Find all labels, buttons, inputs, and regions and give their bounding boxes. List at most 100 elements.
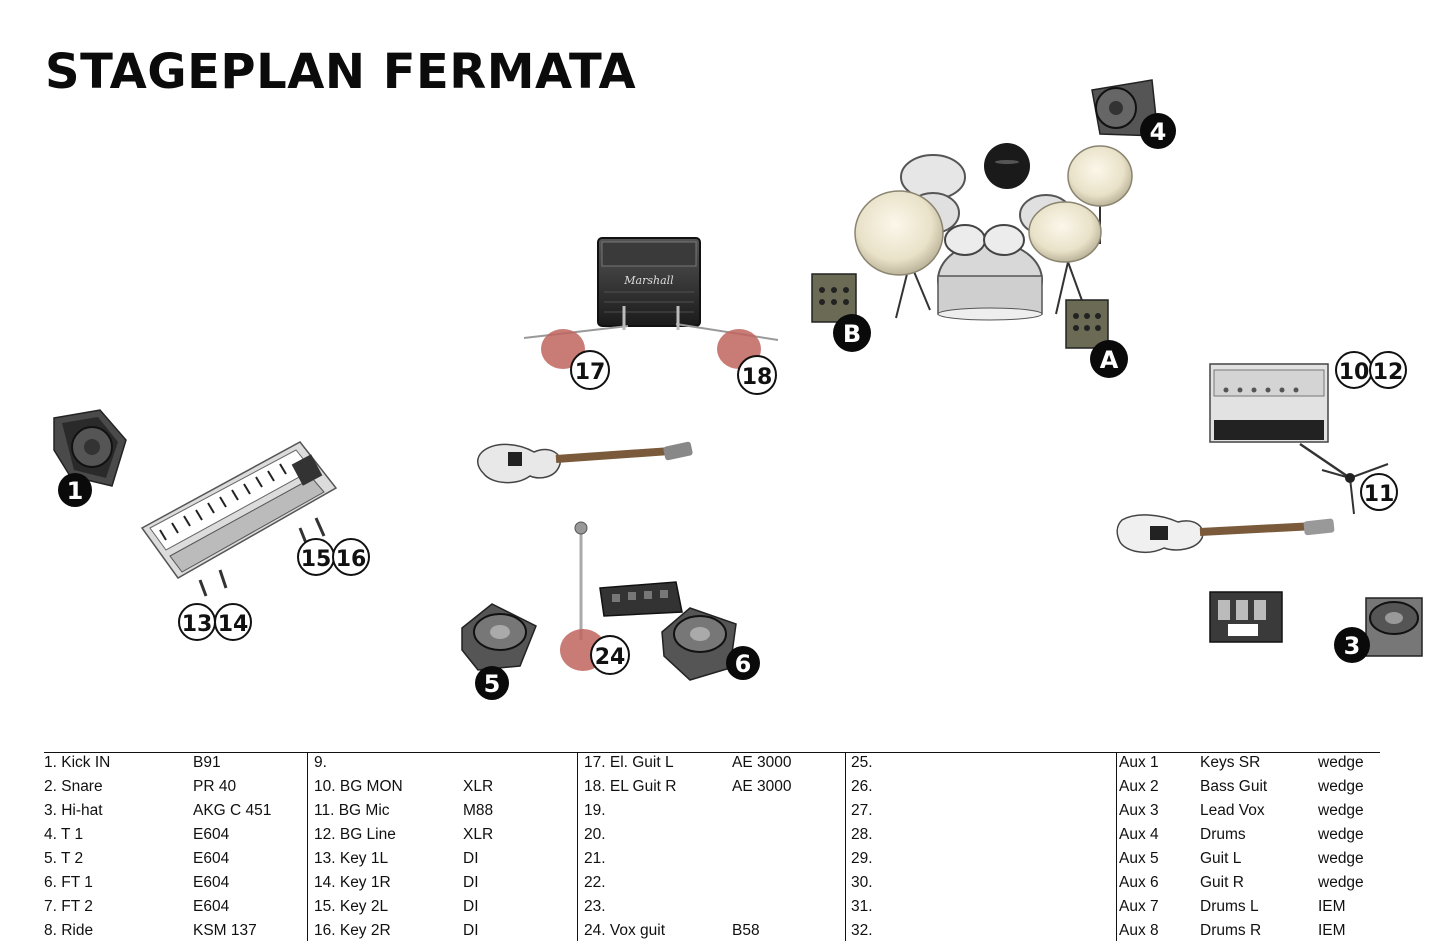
aux-send: Aux 2: [1119, 778, 1159, 795]
table-row: 31.: [846, 898, 1117, 922]
channel-name: 17. El. Guit L: [584, 754, 674, 771]
svg-text:15: 15: [301, 547, 332, 572]
aux-destination: Drums L: [1200, 898, 1259, 915]
table-row: 27.: [846, 802, 1117, 826]
aux-destination: Bass Guit: [1200, 778, 1268, 795]
table-row: 30.: [846, 874, 1117, 898]
stage-plot: 1 15 16 13 14 Mar: [53, 79, 1423, 700]
table-row: 26.: [846, 778, 1117, 802]
stagebox-b: [811, 273, 857, 323]
channel-name: 2. Snare: [44, 778, 103, 795]
aux-send: Aux 6: [1119, 874, 1159, 891]
svg-text:6: 6: [735, 650, 752, 678]
channel-name: 7. FT 2: [44, 898, 93, 915]
aux-monitor-type: wedge: [1318, 754, 1364, 771]
channel-name: 23.: [584, 898, 606, 915]
monitor-badge-5: 5: [475, 666, 509, 700]
channel-badge-16: 16: [332, 538, 370, 576]
aux-send: Aux 4: [1119, 826, 1159, 843]
aux-destination: Drums: [1200, 826, 1246, 843]
mic-type: B91: [193, 754, 221, 771]
pedalboard-right: [1209, 591, 1283, 643]
aux-destination: Lead Vox: [1200, 802, 1265, 819]
svg-text:11: 11: [1364, 482, 1395, 507]
table-row: 32.: [846, 922, 1117, 946]
channel-badge-11: 11: [1360, 473, 1398, 511]
aux-send: Aux 3: [1119, 802, 1159, 819]
channel-name: 4. T 1: [44, 826, 84, 843]
aux-send: Aux 1: [1119, 754, 1159, 771]
aux-send: Aux 8: [1119, 922, 1159, 939]
table-row: 6. FT 1 E604: [44, 874, 307, 898]
channel-name: 22.: [584, 874, 606, 891]
aux-destination: Guit L: [1200, 850, 1242, 867]
mic-type: PR 40: [193, 778, 237, 795]
mic-type: DI: [463, 922, 479, 939]
channel-badge-17: 17: [570, 350, 610, 390]
channel-name: 27.: [851, 802, 873, 819]
input-column-4: 25. 26. 27. 28. 29. 30. 31. 32.: [845, 752, 1117, 941]
svg-text:18: 18: [742, 365, 773, 390]
mic-type: XLR: [463, 778, 494, 795]
svg-text:10: 10: [1339, 360, 1370, 385]
channel-name: 9.: [314, 754, 327, 771]
svg-text:14: 14: [218, 612, 249, 637]
stagebox-a: [1065, 299, 1109, 349]
mic-type: E604: [193, 874, 230, 891]
electric-guitar: [477, 441, 693, 484]
guitar-amp: Marshall: [597, 237, 701, 327]
mic-type: AE 3000: [732, 754, 792, 771]
mic-type: AE 3000: [732, 778, 792, 795]
channel-name: 32.: [851, 922, 873, 939]
channel-name: 14. Key 1R: [314, 874, 391, 891]
aux-monitor-type: wedge: [1318, 802, 1364, 819]
channel-name: 19.: [584, 802, 606, 819]
aux-destination: Guit R: [1200, 874, 1244, 891]
svg-text:24: 24: [595, 645, 626, 670]
channel-name: 25.: [851, 754, 873, 771]
channel-name: 11. BG Mic: [314, 802, 390, 819]
aux-monitor-type: IEM: [1318, 922, 1346, 939]
svg-text:Marshall: Marshall: [623, 274, 674, 287]
table-row: 21.: [578, 850, 846, 874]
table-row: 25.: [846, 754, 1117, 778]
table-row: 2. Snare PR 40: [44, 778, 307, 802]
channel-name: 6. FT 1: [44, 874, 93, 891]
mic-type: DI: [463, 898, 479, 915]
channel-badge-14: 14: [214, 603, 252, 641]
channel-badge-15: 15: [297, 538, 335, 576]
channel-name: 8. Ride: [44, 922, 94, 939]
aux-monitor-type: wedge: [1318, 850, 1364, 867]
channel-name: 13. Key 1L: [314, 850, 389, 867]
svg-text:17: 17: [575, 360, 606, 385]
wedge-monitor-4: [1091, 79, 1159, 137]
table-row: 29.: [846, 850, 1117, 874]
mic-type: DI: [463, 874, 479, 891]
channel-name: 12. BG Line: [314, 826, 396, 843]
table-top-rule: [44, 752, 1380, 753]
monitor-badge-4: 4: [1140, 113, 1176, 149]
mic-type: AKG C 451: [193, 802, 272, 819]
stagebox-badge-a: A: [1090, 340, 1128, 378]
channel-name: 21.: [584, 850, 606, 867]
svg-text:5: 5: [484, 670, 501, 698]
wedge-monitor-3: [1365, 597, 1423, 657]
table-row: 17. El. Guit L AE 3000: [578, 754, 846, 778]
